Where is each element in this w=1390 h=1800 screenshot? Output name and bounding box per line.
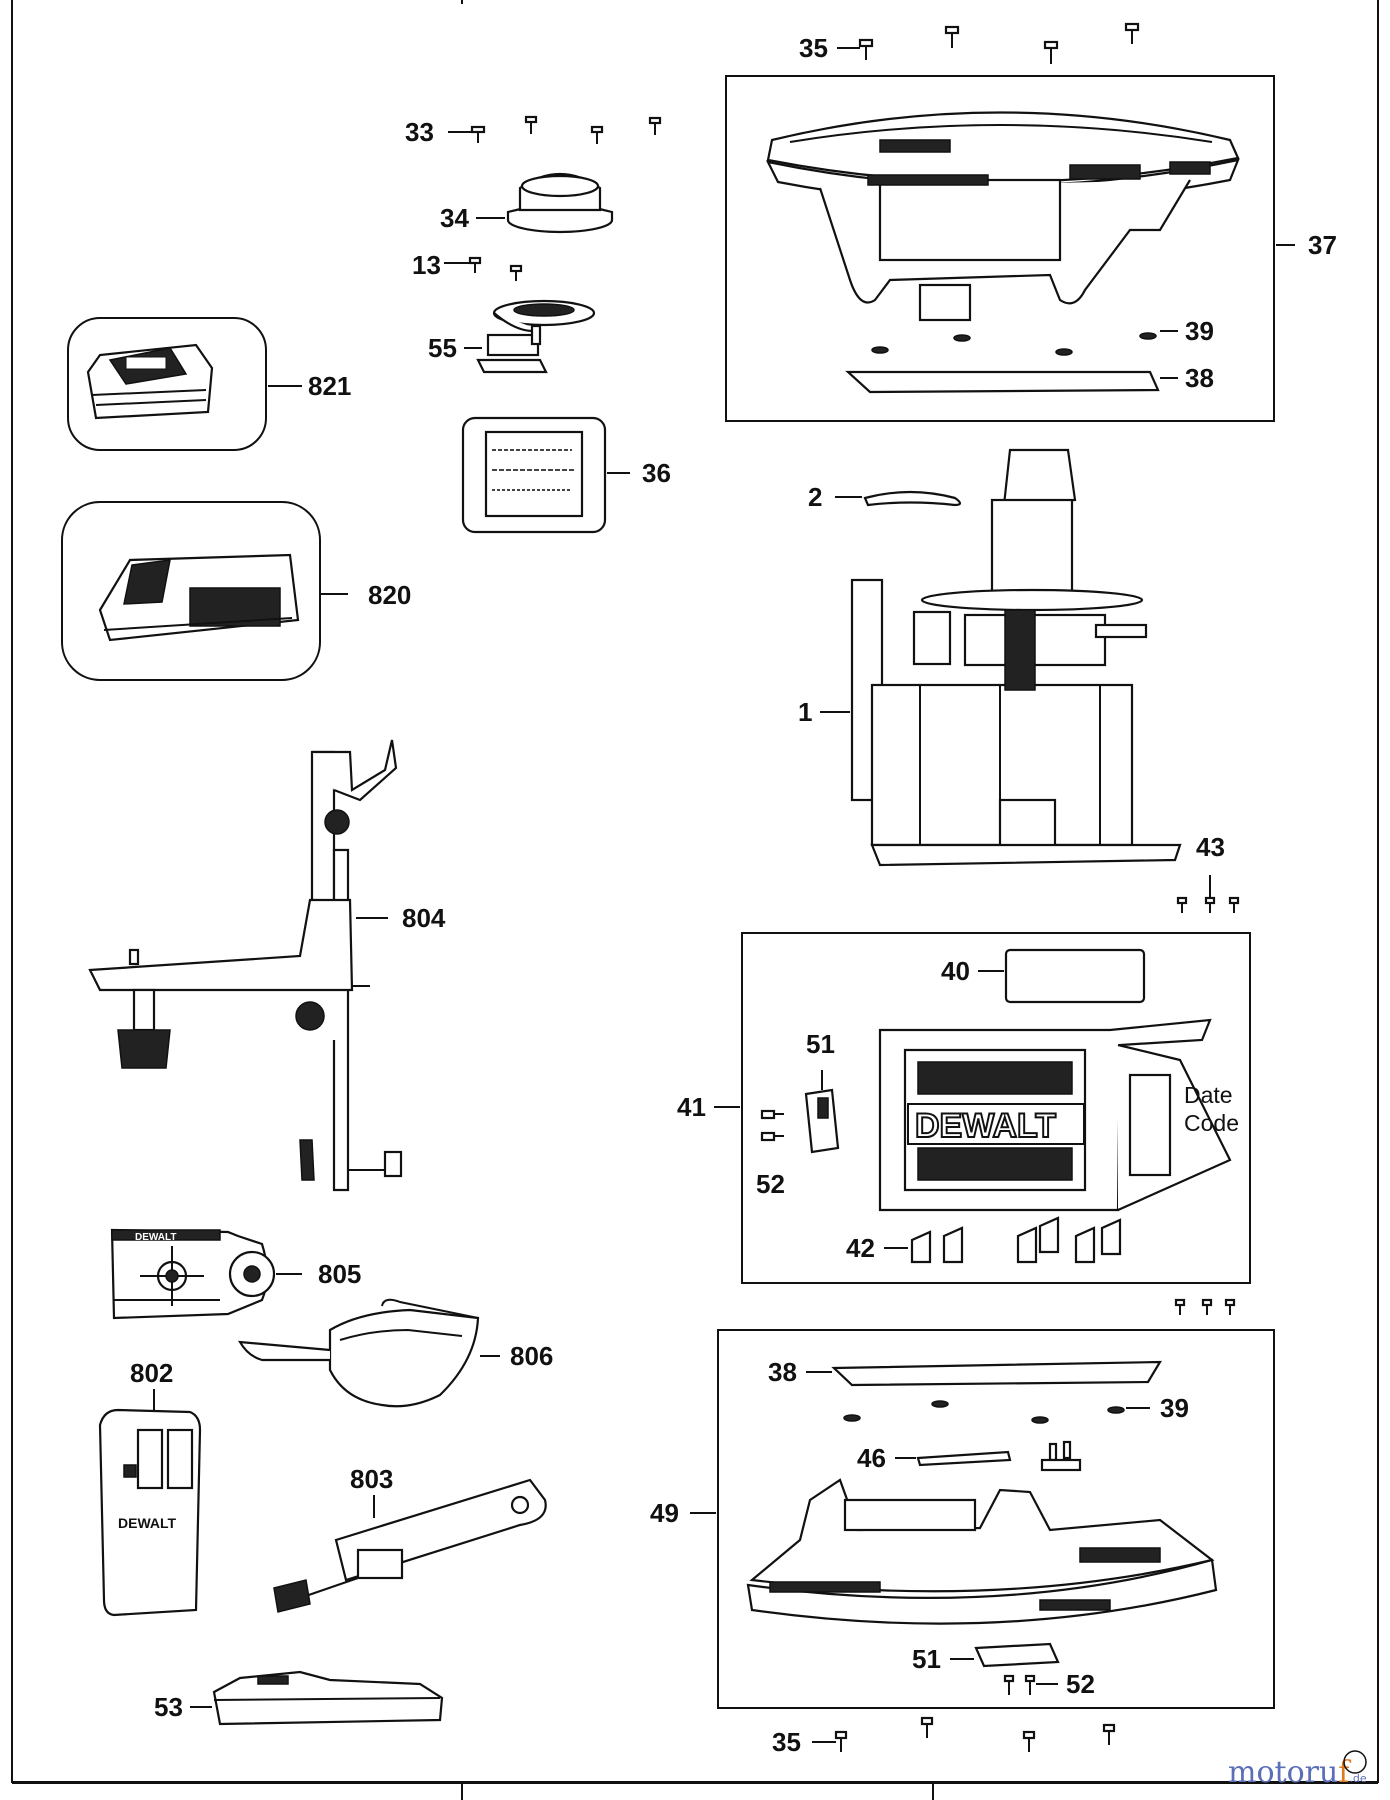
- label-805: 805: [318, 1259, 361, 1289]
- label-42: 42: [846, 1233, 875, 1263]
- housing-vent-ridges: [867, 161, 1211, 186]
- site-watermark: motoruf.de: [1228, 1750, 1367, 1790]
- part-40-label: [1004, 948, 1146, 1004]
- label-38-bottom: 38: [768, 1357, 797, 1387]
- label-40: 40: [941, 956, 970, 986]
- box-37: [725, 75, 1275, 422]
- part-42-clips: [910, 1216, 1122, 1264]
- date-code-line2: Code: [1184, 1110, 1239, 1136]
- label-52-top: 52: [756, 1169, 785, 1199]
- label-821: 821: [308, 371, 351, 401]
- cage-rib-pattern: [917, 1061, 1073, 1181]
- label-2: 2: [808, 482, 822, 512]
- part-55-mount: [476, 299, 596, 374]
- label-803: 803: [350, 1464, 393, 1494]
- part-805-target-card: DEWALT: [110, 1228, 276, 1320]
- label-52-bottom: 52: [1066, 1669, 1095, 1699]
- label-43: 43: [1196, 832, 1225, 862]
- label-1: 1: [798, 697, 812, 727]
- label-55: 55: [428, 333, 457, 363]
- base-vent-ridges: [769, 1547, 1161, 1611]
- label-802: 802: [130, 1358, 173, 1388]
- label-820: 820: [368, 580, 411, 610]
- label-51-top: 51: [806, 1029, 835, 1059]
- part-46-bracket: [1040, 1440, 1082, 1472]
- label-49: 49: [650, 1498, 679, 1528]
- label-39-top: 39: [1185, 316, 1214, 346]
- part-52-top-screws: [760, 1109, 784, 1142]
- page-frame: [11, 0, 1379, 1783]
- label-39-bottom: 39: [1160, 1393, 1189, 1423]
- part-802-detector: DEWALT: [98, 1389, 202, 1617]
- screw-35-top-group: [837, 22, 1140, 64]
- label-37: 37: [1308, 230, 1337, 260]
- part-41-cage: DEWALT: [878, 1018, 1232, 1212]
- label-35-top: 35: [799, 33, 828, 63]
- label-36: 36: [642, 458, 671, 488]
- part-803-clamp: [273, 1478, 547, 1613]
- part-34-cap: [506, 172, 614, 234]
- label-804: 804: [402, 903, 446, 933]
- label-53: 53: [154, 1692, 183, 1722]
- part-820-charger: [61, 501, 321, 681]
- date-code-line1: Date: [1184, 1082, 1233, 1108]
- label-33: 33: [405, 117, 434, 147]
- part-51-bottom-clip: [974, 1642, 1060, 1668]
- label-38-top: 38: [1185, 363, 1214, 393]
- label-13: 13: [412, 250, 441, 280]
- part-39-bottom-pads: [843, 1400, 1125, 1424]
- screw-35-bottom-group: [812, 1716, 1116, 1752]
- part-52-bottom-screws: [1003, 1674, 1058, 1695]
- part-53-base: [212, 1670, 444, 1726]
- box-41: [741, 932, 1251, 1284]
- part-39-top-pads: [871, 332, 1157, 356]
- charger-vent-grille: [189, 587, 281, 627]
- target-card-brand: DEWALT: [135, 1232, 176, 1243]
- part-804-wall-mount: [88, 739, 403, 1192]
- label-51-bottom: 51: [912, 1644, 941, 1674]
- part-51-top-clip: [804, 1088, 840, 1154]
- label-35-bottom: 35: [772, 1727, 801, 1757]
- screws-43: [1176, 875, 1240, 913]
- screws-between-boxes: [1174, 1298, 1236, 1315]
- label-806: 806: [510, 1341, 553, 1371]
- box-49: [717, 1329, 1275, 1709]
- part-36-manual: [461, 416, 607, 534]
- part-38-top-gasket: [845, 370, 1160, 394]
- screw-13-group: [444, 256, 523, 281]
- label-41: 41: [677, 1092, 706, 1122]
- detector-brand: DEWALT: [118, 1515, 177, 1531]
- part-1-laser-core: [850, 448, 1182, 867]
- part-37-top-housing: [766, 111, 1240, 322]
- part-38-bottom-gasket: [831, 1360, 1162, 1387]
- part-806-safety-glasses: [237, 1298, 480, 1408]
- part-821-battery: [67, 317, 267, 451]
- part-49-bottom-housing: [746, 1478, 1218, 1625]
- screw-33-group: [448, 115, 662, 144]
- part-2-oring: [863, 490, 962, 507]
- cage-brand-logo: DEWALT: [915, 1107, 1056, 1145]
- label-46: 46: [857, 1443, 886, 1473]
- label-34: 34: [440, 203, 469, 233]
- copyright-icon: [1343, 1750, 1367, 1774]
- watermark-text: motoruf.de: [1228, 1755, 1367, 1790]
- part-46-strip: [916, 1450, 1012, 1467]
